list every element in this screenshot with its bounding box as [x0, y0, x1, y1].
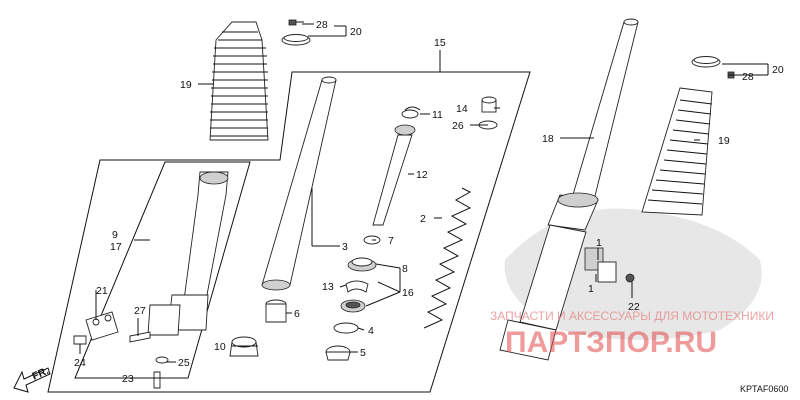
callout-21: 21 — [96, 285, 108, 297]
damper-rod — [363, 109, 419, 245]
callout-15: 15 — [434, 37, 446, 49]
callout-11: 11 — [432, 109, 443, 121]
callout-1-top: 1 — [596, 237, 602, 249]
callout-14: 14 — [456, 103, 468, 115]
watermark-caption: ЗАПЧАСТИ И АКСЕССУАРЫ ДЛЯ МОТОТЕХНИКИ — [490, 309, 774, 323]
fork-spring — [423, 187, 472, 329]
fork-assembly-outline — [47, 71, 531, 393]
fork-slider-outline — [74, 161, 251, 379]
callout-25: 25 — [178, 357, 190, 369]
callout-2: 2 — [420, 213, 426, 225]
dust-boot-right — [641, 87, 713, 216]
fork-slider — [147, 171, 229, 336]
callout-8: 8 — [402, 263, 408, 275]
callout-7: 7 — [388, 235, 394, 247]
callout-20-left: 20 — [350, 26, 362, 38]
callout-12: 12 — [416, 169, 428, 181]
callout-10: 10 — [214, 341, 226, 353]
callout-26: 26 — [452, 120, 464, 132]
callout-28-right: 28 — [742, 71, 754, 83]
callout-28-left: 28 — [316, 19, 328, 31]
callout-16: 16 — [402, 287, 414, 299]
front-direction-arrow: FR. — [13, 365, 51, 393]
leader-lines — [79, 23, 769, 379]
fork-cap-group — [404, 96, 498, 130]
callouts: 28 20 15 19 11 14 26 12 2 3 7 8 13 16 6 … — [74, 19, 784, 385]
front-label: FR. — [30, 365, 50, 383]
callout-19-left: 19 — [180, 79, 192, 91]
boot-clamp-right — [691, 56, 738, 79]
axle-holder-group — [73, 311, 169, 389]
callout-5: 5 — [360, 347, 366, 359]
callout-1-bottom: 1 — [588, 283, 594, 295]
callout-20-right: 20 — [772, 64, 784, 76]
callout-23: 23 — [122, 373, 134, 385]
inner-tube — [261, 76, 337, 323]
callout-3: 3 — [342, 241, 348, 253]
callout-27: 27 — [134, 305, 146, 317]
boot-clamp-left — [281, 19, 311, 46]
callout-4: 4 — [368, 325, 374, 337]
callout-6: 6 — [294, 308, 300, 320]
callout-13: 13 — [322, 281, 334, 293]
callout-19-right: 19 — [718, 135, 730, 147]
watermark-brand: ПАРТЗПОР.RU — [505, 326, 717, 359]
diagram-code: KPTAF0600 — [740, 384, 788, 394]
watermark: ЗАПЧАСТИ И АКСЕССУАРЫ ДЛЯ МОТОТЕХНИКИ ПА… — [490, 309, 774, 359]
callout-18: 18 — [542, 133, 554, 145]
oil-seals-group — [229, 257, 377, 361]
dust-boot-left — [209, 21, 269, 141]
callout-24: 24 — [74, 357, 86, 369]
callout-9: 9 — [112, 229, 118, 241]
callout-22: 22 — [628, 301, 640, 313]
fork-assembly-right — [499, 18, 639, 361]
callout-17: 17 — [110, 241, 122, 253]
